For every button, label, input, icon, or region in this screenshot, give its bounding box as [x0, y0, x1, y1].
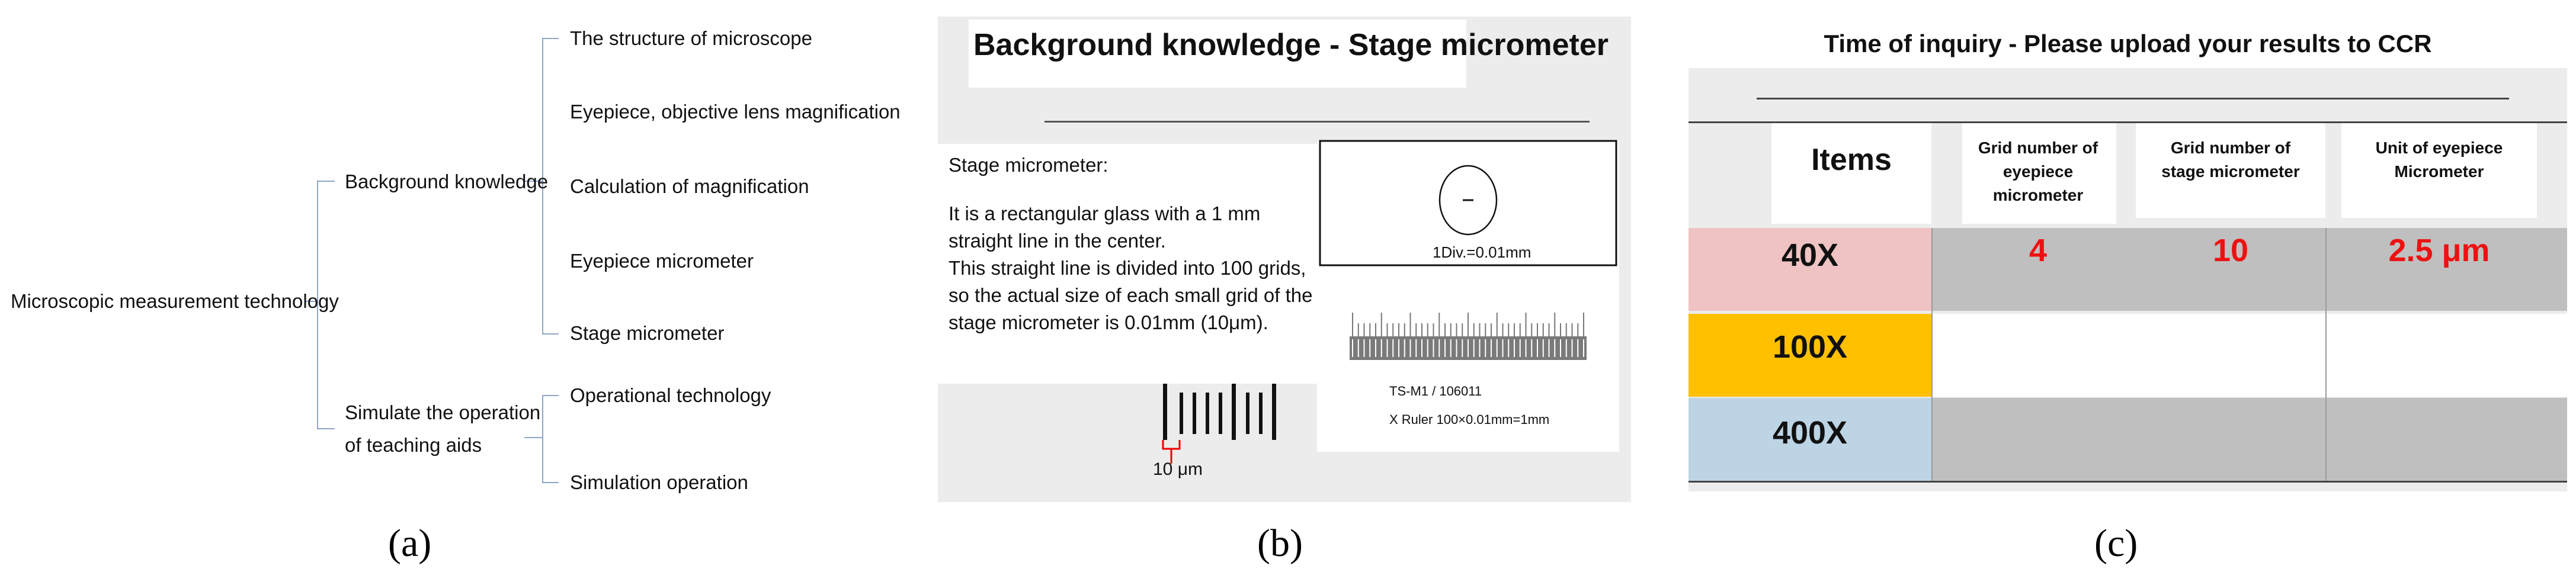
header-stage-line1: Grid number of: [2170, 139, 2291, 157]
header-cell-items: [1771, 123, 1931, 224]
heading-stage-micrometer: Stage micrometer:: [949, 154, 1108, 176]
slide-caption: 1Div.=0.01mm: [1433, 243, 1531, 261]
connector: [542, 38, 559, 39]
connector: [524, 181, 542, 182]
scale-illustration: [1162, 384, 1276, 464]
row-40x-stage-grid: 10: [2212, 233, 2249, 268]
header-stage-grid: Grid number of stage micrometer: [2136, 136, 2325, 184]
scale-line: [1259, 393, 1263, 434]
scale-line: [1232, 384, 1236, 440]
row-400x-values: [1931, 398, 2567, 481]
scale-line: [1206, 393, 1209, 434]
ruler-ticks: [1352, 339, 1584, 357]
table-top-border: [1689, 121, 2567, 123]
connector: [305, 301, 317, 302]
row-40x-eyepiece-grid: 4: [2029, 233, 2048, 268]
panel-label-b: (b): [1257, 522, 1303, 565]
row-40x-values: [1931, 228, 2567, 311]
column-separator: [1931, 228, 1933, 481]
divider: [1757, 98, 2509, 99]
mindmap-leaf: Operational technology: [570, 384, 771, 406]
connector: [317, 428, 335, 429]
connector: [524, 437, 542, 438]
mindmap-branch-simulate-line1: Simulate the operation: [345, 401, 541, 423]
ruler-caption: X Ruler 100×0.01mm=1mm: [1389, 412, 1550, 427]
text-box: [938, 144, 1323, 384]
mindmap-leaf: Simulation operation: [570, 471, 748, 493]
row-100x-values: [1931, 314, 2567, 397]
connector: [542, 395, 543, 483]
scale-line: [1219, 393, 1222, 434]
header-cell-unit: [2341, 123, 2537, 218]
table-bottom-border: [1689, 481, 2567, 483]
header-stage-line2: stage micrometer: [2161, 162, 2300, 181]
row-40x-item: 40X: [1781, 237, 1839, 273]
header-cell-stage: [2136, 123, 2325, 218]
divider: [1045, 121, 1590, 123]
connector: [542, 38, 543, 334]
column-separator: [2325, 228, 2327, 481]
body-text: Stage micrometer: It is a rectangular gl…: [949, 152, 1328, 358]
bracket-marker: [1162, 440, 1181, 450]
slide-illustration: [1319, 140, 1617, 360]
scale-line: [1272, 384, 1276, 440]
scale-line: [1193, 393, 1196, 434]
scale-line: [1246, 393, 1249, 434]
mindmap-leaf: Eyepiece micrometer: [570, 250, 754, 272]
connector: [542, 482, 559, 483]
scale-line: [1180, 393, 1183, 434]
header-eyepiece-line2: eyepiece: [2003, 162, 2074, 181]
header-eyepiece-line3: micrometer: [1992, 186, 2084, 204]
mindmap-leaf: Eyepiece, objective lens magnification: [570, 101, 901, 123]
row-100x-item: 100X: [1772, 329, 1848, 365]
ruler-code: TS-M1 / 106011: [1389, 384, 1482, 398]
header-unit-line2: Micrometer: [2394, 162, 2484, 181]
row-400x-label-cell: [1689, 398, 1931, 481]
connector: [317, 181, 335, 182]
scale-line: [1163, 384, 1167, 440]
row-40x-unit: 2.5 μm: [2388, 233, 2490, 268]
panel-label-a: (a): [388, 522, 432, 565]
mindmap-root: Microscopic measurement technology: [11, 290, 339, 312]
header-unit: Unit of eyepiece Micrometer: [2341, 136, 2537, 184]
panel-b: Background knowledge - Stage micrometer …: [938, 17, 1631, 502]
panel-b-title: Background knowledge - Stage micrometer: [973, 28, 1609, 62]
header-eyepiece-line1: Grid number of: [1978, 139, 2098, 157]
mindmap-leaf: Calculation of magnification: [570, 175, 809, 197]
header-items: Items: [1811, 143, 1892, 177]
paragraph-glass: It is a rectangular glass with a 1 mm st…: [949, 202, 1261, 252]
header-eyepiece-grid: Grid number of eyepiece micrometer: [1949, 136, 2127, 207]
paragraph-grid: This straight line is divided into 100 g…: [949, 257, 1313, 333]
connector: [317, 181, 318, 429]
scale-label: 10 μm: [1153, 459, 1203, 479]
panel-c: Time of inquiry - Please upload your res…: [1689, 18, 2567, 491]
mindmap-leaf: The structure of microscope: [570, 27, 812, 49]
row-40x-label-cell: [1689, 228, 1931, 311]
mindmap-branch-background: Background knowledge: [345, 171, 549, 192]
ruler-ticks-top: [1352, 313, 1584, 336]
header-unit-line1: Unit of eyepiece: [2375, 139, 2503, 157]
row-400x-item: 400X: [1772, 415, 1848, 451]
row-100x-label-cell: [1689, 314, 1931, 397]
panel-c-title: Time of inquiry - Please upload your res…: [1824, 30, 2432, 57]
panel-label-c: (c): [2094, 522, 2138, 565]
title-bar: [1689, 18, 2567, 68]
connector: [542, 395, 559, 396]
mindmap-leaf: Stage micrometer: [570, 322, 725, 344]
title-box: [969, 20, 1466, 88]
mindmap-branch-simulate-line2: of teaching aids: [345, 434, 482, 456]
header-cell-eyepiece: [1962, 123, 2116, 224]
connector: [542, 333, 559, 335]
